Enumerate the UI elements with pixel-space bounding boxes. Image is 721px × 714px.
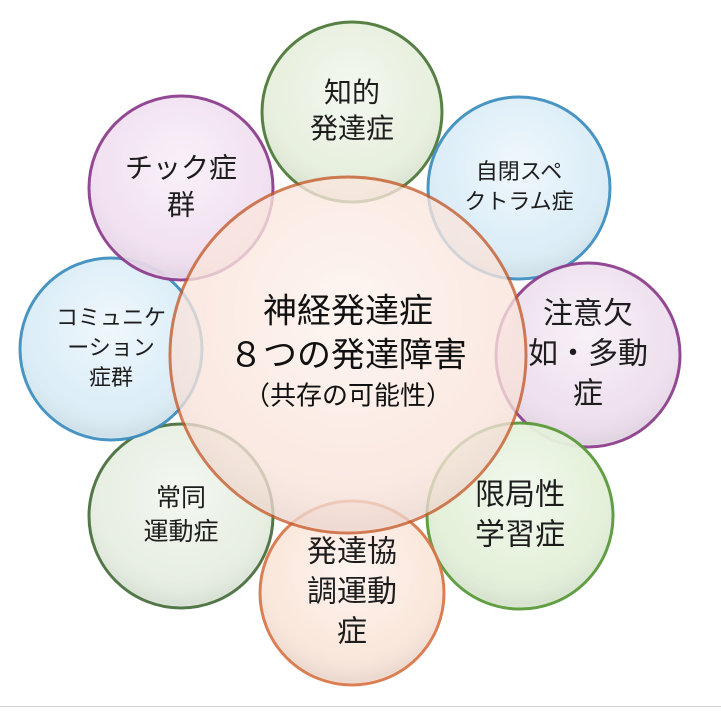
node-communication-label-0: コミュニケ: [56, 306, 166, 331]
center-node: [168, 175, 528, 535]
node-communication-label-2: 症群: [89, 366, 133, 391]
center-node-label-0: 神経発達症: [263, 292, 433, 332]
center-node-label-1: ８つの発達障害: [229, 336, 467, 376]
node-intellectual-circle-gloss: [264, 24, 440, 200]
node-learning-label-1: 学習症: [475, 518, 565, 553]
node-stereotypic-label-0: 常同: [156, 483, 206, 512]
node-adhd-label-0: 注意欠: [543, 297, 633, 332]
node-coordination-label-1: 調運動: [307, 575, 397, 610]
node-communication-label-1: ーション: [67, 336, 155, 361]
node-learning-label-0: 限局性: [475, 478, 565, 513]
node-coordination-label-0: 発達協: [307, 535, 397, 570]
node-tic-label-1: 群: [167, 189, 195, 222]
node-coordination-circle-gloss: [262, 503, 442, 683]
node-coordination-label-2: 症: [337, 615, 367, 650]
node-adhd-label-2: 症: [573, 377, 603, 412]
node-autism-label-0: 自閉スペ: [476, 160, 562, 185]
node-stereotypic-label-1: 運動症: [143, 517, 218, 546]
node-adhd-circle-gloss: [498, 265, 678, 445]
center-node-circle-gloss: [172, 179, 524, 531]
node-adhd-label-1: 如・多動: [528, 337, 648, 372]
bottom-divider: [0, 706, 721, 707]
node-tic-label-0: チック症: [125, 152, 237, 185]
node-intellectual-label-0: 知的: [324, 76, 380, 109]
node-autism-label-1: クトラム症: [464, 190, 573, 215]
center-node-label-2: （共存の可能性）: [244, 382, 452, 412]
node-communication-circle-gloss: [22, 260, 200, 438]
node-intellectual-label-1: 発達症: [310, 112, 394, 145]
